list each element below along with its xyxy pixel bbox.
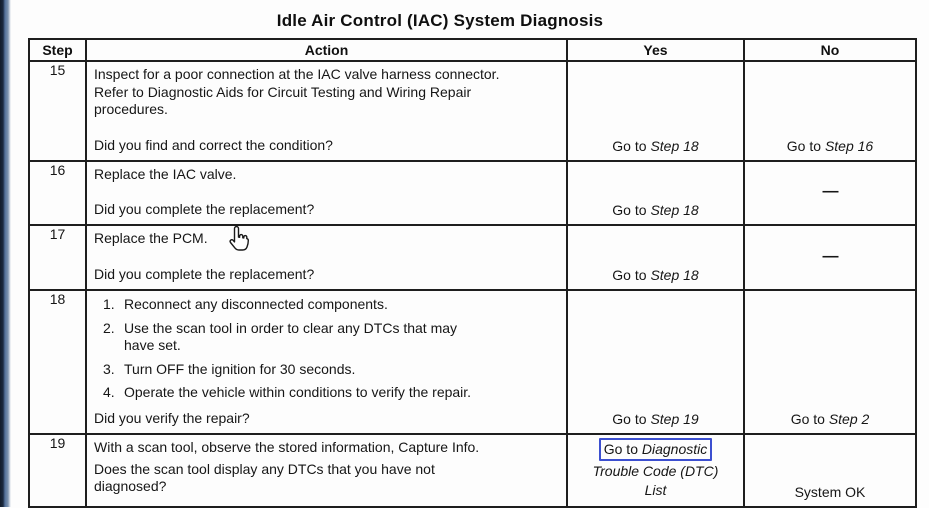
step-cell: 15 [28,60,87,162]
dtc-list-link-line: Trouble Code (DTC) [592,463,719,480]
list-text: Turn OFF the ignition for 30 seconds. [124,360,356,377]
list-item: 4. Operate the vehicle within conditions … [103,384,556,402]
dtc-list-link-line: Go to Diagnostic [572,438,739,462]
goto-text: Go to Step 19 [612,411,699,427]
list-item: 3. Turn OFF the ignition for 30 seconds. [103,361,556,379]
goto-text: Go to Step 16 [786,138,874,154]
yes-cell-content: Go to Step 18 [568,62,743,160]
no-action-dash: — [822,183,839,200]
list-number: 1. [103,296,115,312]
action-line: Replace the PCM. [94,230,208,246]
goto-text: Go to Step 2 [790,411,870,427]
action-question: Did you verify the repair? [94,409,250,426]
action-line: Inspect for a poor connection at the IAC… [94,66,500,82]
yes-cell: Go to Step 18 [566,60,745,162]
action-paragraph: Inspect for a poor connection at the IAC… [94,66,556,119]
header-row: Step Action Yes No [28,38,917,62]
list-item: 1. Reconnect any disconnected components. [103,296,556,314]
header-yes: Yes [566,38,745,62]
action-line: Replace the IAC valve. [94,166,237,182]
no-cell: — [743,160,917,226]
goto-text: Go to Step 18 [612,202,699,218]
page-title: Idle Air Control (IAC) System Diagnosis [276,11,604,30]
action-content: Replace the PCM. Did you complete the rep… [87,226,566,289]
no-cell: System OK [743,433,917,508]
yes-cell: Go to Step 18 [566,160,745,226]
yes-cell: Go to Step 18 [566,224,745,291]
action-question: Did you find and correct the condition? [94,136,333,153]
dtc-list-link[interactable]: Go to Diagnostic [598,438,713,462]
action-line: procedures. [94,101,168,117]
table-row: 17 Replace the PCM. Did you complete the r… [28,224,917,291]
step-cell: 18 [28,289,87,435]
diagnosis-table: Step Action Yes No 15 Inspect for a poor … [28,38,917,508]
yes-cell-content: Go to Step 18 [568,226,743,289]
action-cell: With a scan tool, observe the stored inf… [85,433,568,508]
action-cell: Inspect for a poor connection at the IAC… [85,60,568,162]
goto-text: Go to Step 18 [612,267,699,283]
action-numbered-list: 1. Reconnect any disconnected components.… [94,295,556,408]
yes-cell: Go to Step 19 [566,289,745,435]
table-row: 19 With a scan tool, observe the stored i… [28,433,917,508]
action-paragraph: Replace the IAC valve. [94,166,556,184]
no-cell-content: Go to Step 2 [745,291,915,433]
step-cell: 17 [28,224,87,291]
header-no: No [743,38,917,62]
action-paragraph: Replace the PCM. [94,230,556,248]
action-cell: Replace the IAC valve. Did you complete t… [85,160,568,226]
list-text: Reconnect any disconnected components. [124,296,388,312]
action-cell: Replace the PCM. Did you complete the rep… [85,224,568,291]
header-step: Step [28,38,87,62]
action-line: Refer to Diagnostic Aids for Circuit Tes… [94,83,472,100]
plain-result-text: System OK [794,483,866,500]
action-line: Does the scan tool display any DTCs that… [94,460,435,477]
no-cell-content: System OK [745,435,915,506]
no-action-dash: — [822,247,839,265]
step-cell: 19 [28,433,87,508]
goto-text: Go to Step 18 [612,138,699,154]
action-line: With a scan tool, observe the stored inf… [94,439,480,455]
action-paragraph: Does the scan tool display any DTCs that… [94,461,556,496]
action-question: Did you complete the replacement? [94,200,315,217]
table-row: 15 Inspect for a poor connection at the I… [28,60,917,162]
list-number: 2. [103,319,115,336]
no-cell-content: — [745,162,915,224]
list-number: 3. [103,360,115,377]
list-number: 4. [103,384,115,400]
action-cell: 1. Reconnect any disconnected components.… [85,289,568,435]
action-paragraph: With a scan tool, observe the stored inf… [94,439,556,457]
action-content: With a scan tool, observe the stored inf… [87,435,566,506]
no-cell: Go to Step 16 [743,60,917,162]
action-question: Did you complete the replacement? [94,265,315,282]
yes-cell-content: Go to Step 18 [568,162,743,224]
table-row: 18 1. Reconnect any disconnected component… [28,289,917,435]
list-item: 2. Use the scan tool in order to clear an… [103,320,556,355]
action-content: Replace the IAC valve. Did you complete t… [87,162,566,224]
dtc-list-link-line: List [644,482,667,499]
list-text: Operate the vehicle within conditions to… [124,384,472,400]
list-text: Use the scan tool in order to clear any … [124,319,458,354]
no-cell-content: — [745,226,915,289]
action-line: diagnosed? [94,478,167,494]
header-action: Action [85,38,568,62]
no-cell: — [743,224,917,291]
yes-cell-content: Go to Step 19 [568,291,743,433]
window-left-edge [0,0,11,507]
no-cell-content: Go to Step 16 [745,62,915,160]
step-cell: 16 [28,160,87,226]
action-content: 1. Reconnect any disconnected components.… [87,291,566,433]
table-row: 16 Replace the IAC valve. Did you complete… [28,160,917,226]
action-content: Inspect for a poor connection at the IAC… [87,62,566,160]
no-cell: Go to Step 2 [743,289,917,435]
